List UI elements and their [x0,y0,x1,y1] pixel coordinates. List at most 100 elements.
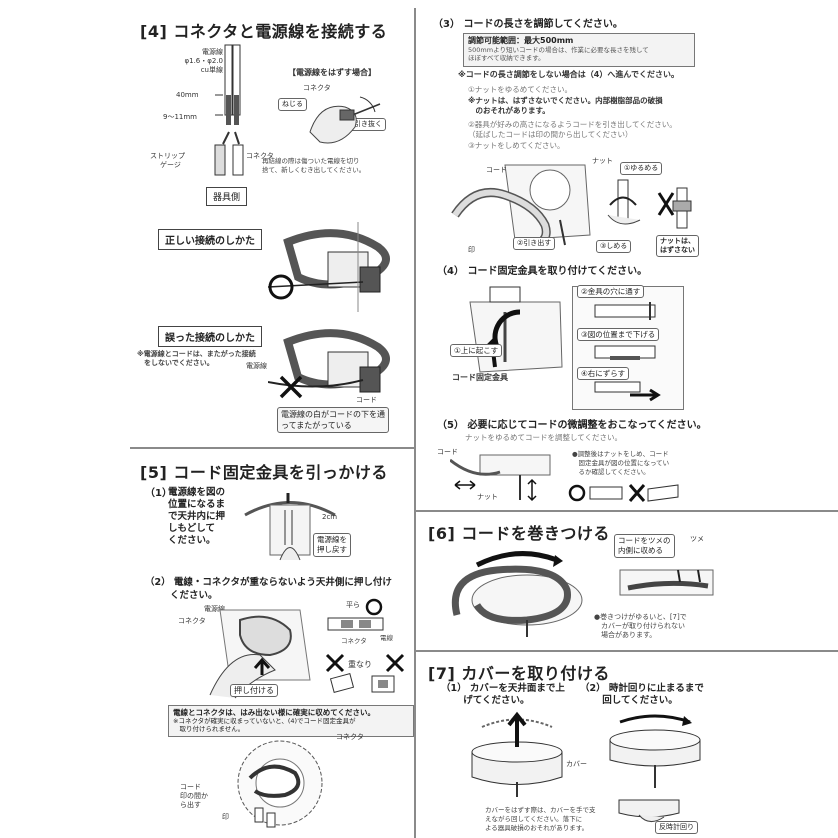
r-step5-sub: ナットをゆるめてコードを調整してください。 [465,433,623,442]
wrong-callout-line-2: ってまたがっている [281,421,352,430]
nut-no-remove-illustration [657,187,692,229]
s5-step1-line-5: ください。 [168,535,216,546]
wrong-note-1: ※電源線とコードは、またがった接続 [137,350,256,358]
s5-step1-line-3: で天井内に押 [168,511,226,522]
r5-note-3: るか確認してください。 [572,468,650,476]
strip-gauge-label-2: ゲージ [160,161,181,169]
connector-label: コネクタ [246,152,274,160]
flat-line-label: 電線 [380,634,393,642]
bottom-mark-label: 印 [222,813,229,821]
claw-label: ツメ [690,535,704,543]
pull-out-callout-r: ②引き出す [513,237,556,250]
push-back-line-1: 電源線を [317,535,347,544]
wrong-callout-line-1: 電源線の白がコードの下を通 [281,410,385,419]
press-callout: 押し付ける [230,684,278,697]
length-40mm: 40mm [176,91,199,99]
push-back-callout: 電源線を 押し戻す [313,533,351,557]
step3-sub3: ③ナットをしめてください。 [468,141,565,150]
wrong-cord-label: コード [356,396,377,404]
s6-note-2: カバーが取り付けられない [594,622,685,630]
r5-note-2: 固定金具が図の位置になってい [572,459,670,467]
s7-step1-line-2: げてください。 [441,695,530,706]
fine-adjust-ok-ng-diagram [568,484,679,502]
reconnect-note-1: 再結線の際は傷ついた電線を切り [262,157,360,165]
range-title: 調節可能範囲：最大500mm [468,36,574,45]
step3-warn-1: ※ナットは、はずさないでください。内部樹脂部品の破損 [468,96,663,105]
wrong-power-line-label: 電源線 [246,362,267,370]
bottom-cord-label-2: 印の間か [180,792,208,800]
reconnect-note-2: 捨て、新しくむき出してください。 [262,166,366,174]
claw-callout: コードをツメの 内側に収める [614,534,675,558]
section-divider-right-1 [416,510,838,512]
ccw-callout: 反時計回り [655,821,698,834]
s5-note-box: 電線とコネクタは、はみ出ない様に確実に収めてください。 ※コネクタが確実に収まっ… [168,705,414,737]
r-step5-title: （5） 必要に応じてコードの微調整をおこなってください。 [437,420,707,431]
range-note-1: 500mmより短いコードの場合は、作業に必要な長さを残して [468,46,649,54]
no-remove-callout: ナットは、 はずさない [656,235,699,257]
s6-note-1: ●巻きつけがゆるいと、[7]で [594,613,687,621]
bottom-ring-illustration [237,740,323,828]
s7-note-2: えながら回してください。落下に [485,815,583,823]
section-divider-right-2 [416,650,838,652]
lift-up-callout: ①上に起こす [450,344,503,357]
mark-label: 印 [468,246,475,254]
r-step4-title: （4） コード固定金具を取り付けてください。 [437,266,648,277]
s7-step2-line-2: 回してください。 [580,695,678,706]
flat-diagram [327,617,384,631]
cord-label: コード [486,166,507,174]
claw-callout-line-1: コードをツメの [618,536,671,545]
cover-rotate-illustration [609,714,701,788]
s6-note-3: 場合があります。 [594,631,657,639]
wire-spec-3: cu単線 [200,66,223,74]
wire-strip-illustration [214,44,244,176]
wrong-connection-illustration [268,329,390,393]
claw-callout-line-2: 内側に収める [618,546,663,555]
correct-connection-illustration [268,222,390,312]
shift-right-callout: ④右にずらす [577,367,630,380]
no-remove-line-2: はずさない [660,246,695,254]
tighten-callout: ③しめる [596,240,632,253]
range-box: 調節可能範囲：最大500mm 500mmより短いコードの場合は、作業に必要な長さ… [463,33,695,67]
twist-callout: ねじる [278,98,307,111]
flat-label: 平ら [346,601,360,609]
wrong-note-2: をしないでください。 [137,359,214,367]
bottom-connector-label: コネクタ [336,733,364,741]
s7-step2-line-1: （2） 時計回りに止まるまで [580,683,704,694]
s7-step1: （1） カバーを天井面まで上 げてください。 [441,683,565,707]
s5-power-line-label: 電源線 [204,605,225,613]
fine-adjust-illustration [450,454,551,502]
s5-step1-line-4: しもどして [168,523,216,534]
fixture-side-label: 器具側 [206,187,248,206]
skip-note: ※コードの長さ調節をしない場合は（4）へ進んでください。 [458,70,679,79]
section-5-title: [5] コード固定金具を引っかける [140,463,388,482]
fix-bracket-label: コード固定金具 [452,373,508,382]
wire-spec-2: φ1.6・φ2.0 [184,57,224,65]
section-4-title: [4] コネクタと電源線を接続する [140,22,388,41]
remove-connector-label: コネクタ [303,84,331,92]
no-remove-line-1: ナットは、 [660,237,695,245]
s5-step1-line-2: 位置になるま [168,499,226,510]
lower-diagram [594,345,656,360]
remove-wire-illustration [309,96,381,144]
claw-detail-illustration [619,569,714,596]
wrong-connection-label: 誤った接続のしかた [158,326,262,347]
s5-step1-num: （1） [145,488,172,499]
strip-gauge-label-1: ストリップ [150,152,185,160]
s5-note-sub-2: 取り付けられません。 [173,725,245,733]
r5-nut-label: ナット [477,493,498,501]
s7-note-1: カバーをはずす際は、カバーを手で支 [485,806,596,814]
column-divider [414,8,416,838]
shift-right-diagram [594,381,661,402]
overlap-cross-icon-2 [385,653,405,673]
section-6-title: [6] コードを巻きつける [428,524,610,543]
s7-step2: （2） 時計回りに止まるまで 回してください。 [580,683,704,707]
section-divider-left [130,447,414,449]
wind-cord-illustration [451,551,583,637]
r5-note-1: ●調整後はナットをしめ、コード [572,450,669,458]
s5-note-bold: 電線とコネクタは、はみ出ない様に確実に収めてください。 [173,708,375,717]
s5-step2-text: （2） 電線・コネクタが重ならないよう天井側に押し付け [145,577,392,588]
overlap-diagram [330,673,395,693]
s7-note-3: よる器具破損のおそれがあります。 [485,824,589,832]
dim-2cm: 2cm [322,513,338,521]
correct-circle-icon [268,274,294,300]
